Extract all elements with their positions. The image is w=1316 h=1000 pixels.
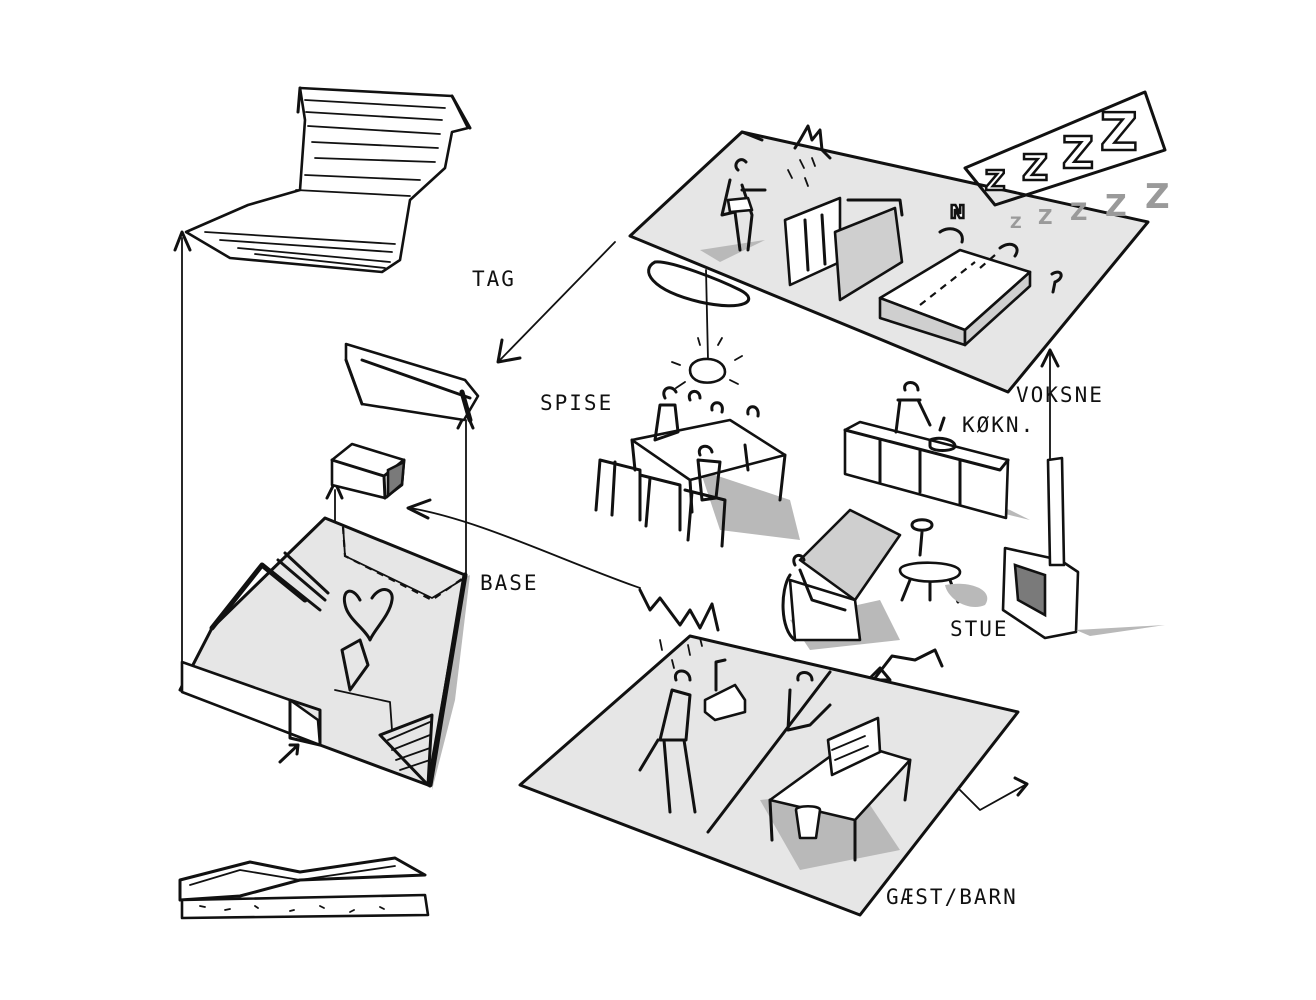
label-spise: SPISE bbox=[540, 391, 613, 415]
label-kokken: KØKN. bbox=[962, 413, 1035, 437]
z-mark-6: Z bbox=[1038, 205, 1053, 229]
base-volume bbox=[178, 516, 470, 790]
z-mark-1: Z bbox=[985, 164, 1005, 197]
z-mark-10: N bbox=[950, 202, 965, 223]
label-stue: STUE bbox=[950, 617, 1009, 641]
module-box-upper bbox=[344, 342, 480, 423]
roof-piece bbox=[184, 86, 472, 274]
z-mark-9: Z bbox=[1145, 177, 1170, 217]
z-mark-5: Z bbox=[1010, 213, 1022, 232]
z-mark-3: Z bbox=[1062, 128, 1094, 179]
label-base: BASE bbox=[480, 571, 539, 595]
section-sketch bbox=[178, 856, 430, 920]
label-tag: TAG bbox=[472, 267, 516, 291]
guest-child-floor bbox=[518, 588, 1029, 917]
sleep-zzz: Z Z Z Z Z Z Z Z Z N bbox=[949, 90, 1170, 232]
z-mark-8: Z bbox=[1105, 189, 1127, 224]
z-mark-7: Z bbox=[1070, 198, 1087, 226]
label-voksne: VOKSNE bbox=[1016, 383, 1104, 407]
z-mark-2: Z bbox=[1022, 148, 1048, 189]
arrows bbox=[406, 241, 1060, 589]
module-box-lower bbox=[330, 442, 406, 500]
kitchen-area bbox=[843, 381, 1030, 520]
drops-adults bbox=[787, 124, 832, 187]
z-mark-4: Z bbox=[1100, 103, 1138, 163]
dining-area bbox=[594, 260, 800, 548]
label-gaest-barn: GÆST/BARN bbox=[886, 885, 1018, 909]
living-area bbox=[781, 456, 1165, 682]
